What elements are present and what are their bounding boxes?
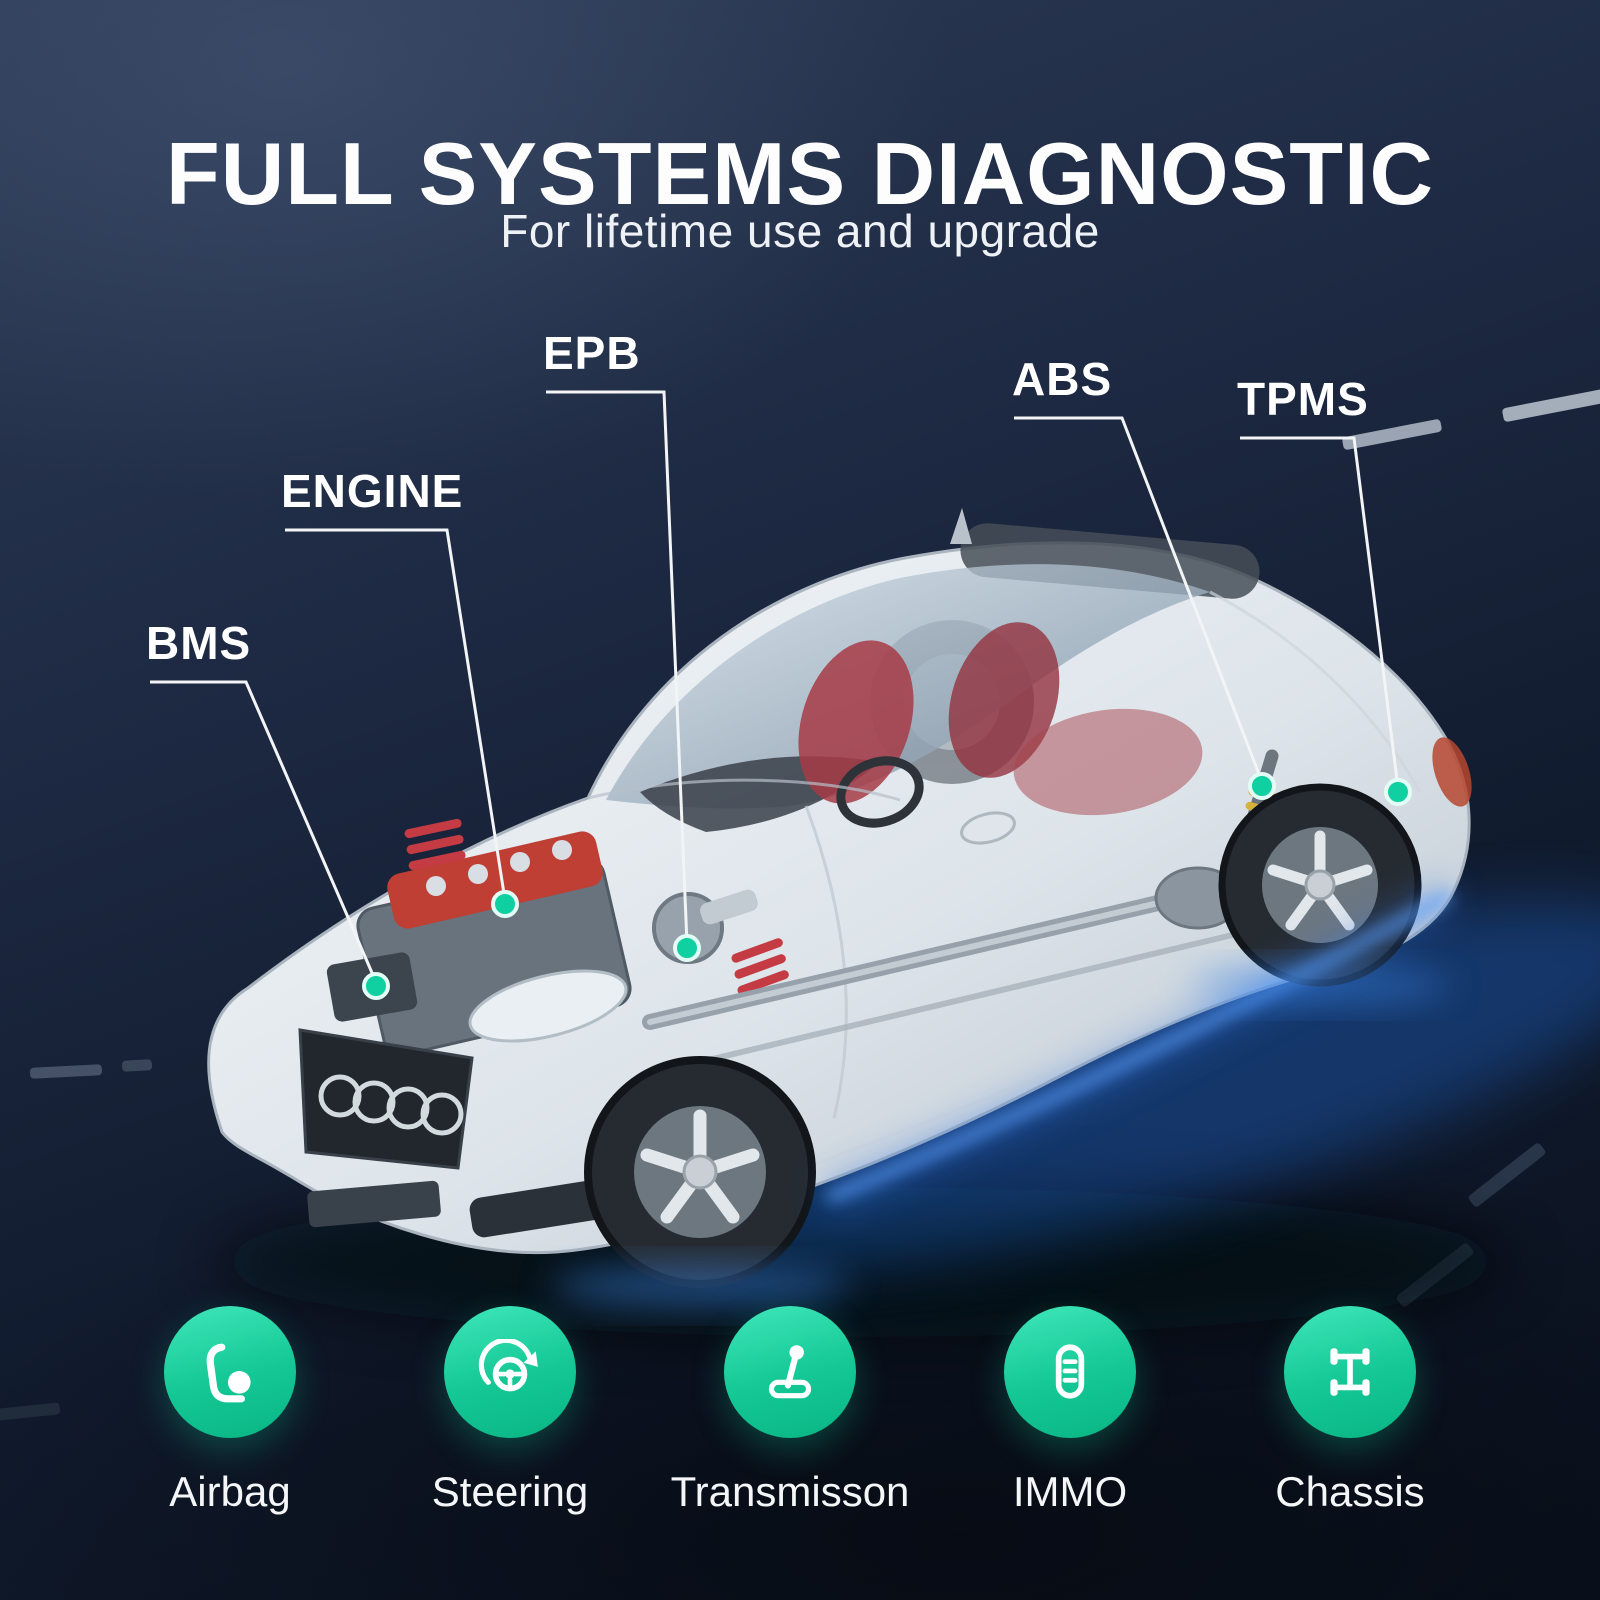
license-plate — [307, 1180, 441, 1228]
feature-steering: Steering — [370, 1306, 650, 1516]
callout-engine: ENGINE — [281, 465, 464, 517]
headlight — [468, 969, 628, 1043]
feature-label: Transmisson — [670, 1468, 910, 1515]
audi-rings — [318, 1074, 464, 1136]
tail-lamp — [1432, 737, 1472, 807]
callout-bms: BMS — [146, 617, 252, 669]
chassis-axle-icon — [1330, 1348, 1370, 1396]
red-coil-springs — [404, 818, 789, 995]
leader-epb — [546, 390, 689, 945]
dot-engine — [491, 890, 519, 918]
steering-wheel — [836, 756, 924, 828]
front-wheel — [584, 1056, 816, 1288]
leader-bms — [150, 680, 378, 983]
feature-chassis: Chassis — [1210, 1306, 1490, 1516]
leader-abs — [1014, 416, 1264, 783]
feature-immo: IMMO — [930, 1306, 1210, 1516]
feature-circle — [444, 1306, 576, 1438]
feature-label: Steering — [431, 1468, 589, 1515]
rear-engine-mass — [1013, 708, 1203, 816]
feature-airbag: Airbag — [90, 1306, 370, 1516]
feature-circle — [724, 1306, 856, 1438]
callout-dots — [362, 772, 1412, 1000]
feature-label: Airbag — [169, 1468, 291, 1515]
callout-epb: EPB — [543, 327, 641, 379]
airbag-icon — [206, 1343, 251, 1403]
feature-transmission: Transmisson — [650, 1306, 930, 1516]
key-fob-icon — [1055, 1344, 1085, 1399]
feature-label: IMMO — [1012, 1468, 1128, 1515]
leader-engine — [285, 528, 507, 901]
dot-epb — [673, 934, 701, 962]
side-mirror — [960, 811, 1016, 845]
feature-label: Chassis — [1275, 1468, 1425, 1515]
grille — [298, 1028, 474, 1170]
engine-intake — [387, 831, 603, 929]
callout-lines — [150, 390, 1400, 983]
dot-bms — [362, 972, 390, 1000]
feature-row: Airbag Steering — [90, 1306, 1490, 1516]
leader-tpms — [1240, 436, 1400, 789]
page-title: FULL SYSTEMS DIAGNOSTIC — [165, 123, 1435, 223]
transmission-shifter-icon — [768, 1345, 812, 1399]
feature-circle — [164, 1306, 296, 1438]
callout-tpms: TPMS — [1237, 373, 1369, 425]
steering-wheel-icon — [478, 1339, 538, 1392]
dot-tpms — [1384, 778, 1412, 806]
page-subtitle: For lifetime use and upgrade — [500, 205, 1100, 257]
dot-abs — [1248, 772, 1276, 800]
antenna — [950, 508, 972, 544]
feature-circle — [1284, 1306, 1416, 1438]
callout-abs: ABS — [1012, 353, 1113, 405]
feature-circle — [1004, 1306, 1136, 1438]
